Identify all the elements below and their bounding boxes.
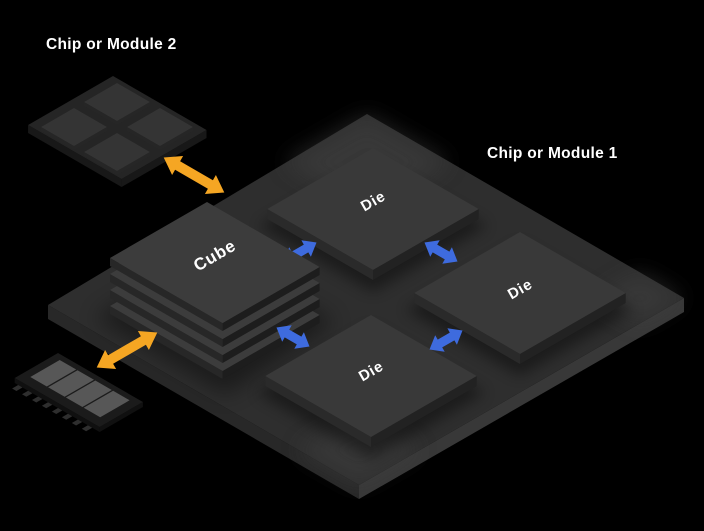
memory-pin bbox=[61, 413, 73, 420]
memory-pin bbox=[81, 425, 93, 432]
board-top-face bbox=[48, 114, 684, 485]
module2-pad bbox=[127, 108, 193, 150]
cube-plate-side bbox=[110, 290, 223, 363]
pad-top bbox=[84, 133, 150, 171]
memory-module bbox=[12, 353, 143, 432]
pad-top bbox=[84, 83, 150, 121]
pad-top bbox=[127, 108, 193, 146]
pad-top bbox=[41, 108, 107, 146]
die-right-face bbox=[414, 232, 626, 354]
memory-chip bbox=[30, 360, 77, 387]
module2-pad bbox=[41, 108, 107, 150]
module2-side-left bbox=[28, 125, 122, 187]
cube-plate-side bbox=[222, 315, 320, 379]
memory-pin bbox=[22, 390, 33, 397]
die-bottom-die-right-arrow-icon bbox=[429, 328, 463, 352]
cube-plate-side bbox=[110, 306, 223, 379]
pad-side bbox=[84, 152, 117, 175]
die-top-die-right-arrow-icon bbox=[424, 240, 458, 264]
module2-pad bbox=[84, 83, 150, 125]
memory-chips bbox=[30, 360, 130, 418]
memory-chip bbox=[65, 380, 112, 407]
cube-plate-side bbox=[222, 283, 320, 347]
memory-pin bbox=[12, 385, 23, 391]
memory-chip bbox=[83, 390, 130, 418]
module2-side-right bbox=[121, 130, 207, 187]
pad-side bbox=[127, 127, 160, 150]
die-right-side-left bbox=[414, 293, 520, 364]
memory-pin bbox=[41, 402, 53, 409]
board-side-right-face bbox=[359, 298, 684, 499]
memory-pcb-side-right bbox=[99, 402, 143, 432]
module2-title: Chip or Module 2 bbox=[46, 36, 177, 53]
module1-title: Chip or Module 1 bbox=[487, 145, 618, 162]
die-top-face bbox=[267, 148, 479, 270]
pad-side bbox=[84, 102, 117, 125]
die-top-side-left bbox=[267, 209, 373, 280]
cube-plate-side bbox=[110, 274, 223, 347]
die-right-side-right bbox=[520, 293, 626, 364]
memory-pcb-side-left bbox=[14, 378, 100, 432]
memory-link-arrow-icon bbox=[96, 331, 158, 369]
pad-side bbox=[74, 127, 107, 150]
cube-stack: Cube bbox=[110, 202, 320, 379]
memory-pin bbox=[71, 419, 83, 426]
cube-plate-side bbox=[222, 299, 320, 363]
cube-plate-side bbox=[110, 258, 223, 331]
module2-top-face bbox=[28, 76, 207, 179]
die-right: Die bbox=[414, 232, 626, 364]
memory-pins bbox=[12, 385, 93, 432]
cube-plate-top bbox=[110, 202, 320, 323]
die-top: Die bbox=[267, 148, 479, 280]
memory-chip bbox=[48, 370, 94, 397]
memory-pin bbox=[51, 408, 63, 414]
die-bottom: Die bbox=[265, 315, 477, 447]
module2-link-arrow-icon bbox=[163, 156, 225, 194]
pad-side bbox=[41, 127, 74, 150]
memory-pin bbox=[32, 396, 43, 403]
die-bottom-side-left bbox=[265, 376, 371, 447]
die-bottom-side-right bbox=[371, 376, 477, 447]
cube-plate-side bbox=[222, 267, 320, 331]
module2-pad bbox=[84, 133, 150, 175]
module2-chip bbox=[28, 76, 207, 187]
cube-die-bottom-arrow-icon bbox=[276, 325, 310, 349]
pad-side bbox=[160, 127, 193, 150]
pad-side bbox=[117, 102, 150, 125]
die-bottom-face bbox=[265, 315, 477, 437]
pad-side bbox=[117, 152, 150, 175]
